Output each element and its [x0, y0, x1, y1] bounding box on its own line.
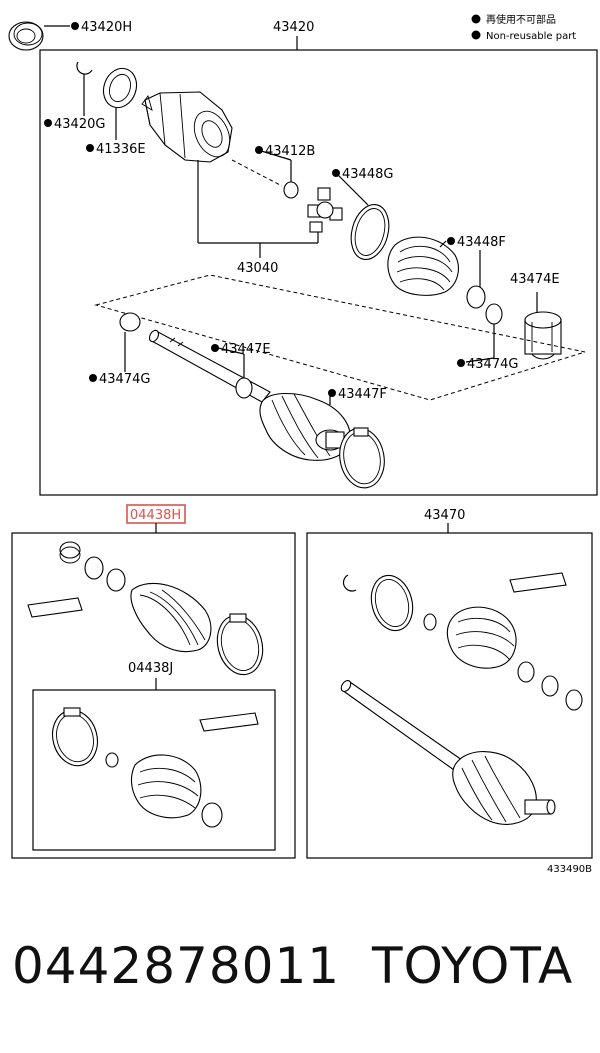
- label-04438J[interactable]: 04438J: [128, 661, 173, 676]
- label-43420H[interactable]: 43420H: [81, 20, 132, 35]
- kit-04438H-clamp-large[interactable]: [211, 610, 269, 679]
- ring-41336E[interactable]: [98, 64, 142, 113]
- legend-text-jp: 再使用不可部品: [486, 13, 556, 26]
- kit-43470-clamp-1[interactable]: [517, 661, 535, 683]
- inner-boot[interactable]: [387, 236, 459, 296]
- figure-id: 433490B: [547, 864, 592, 875]
- kit-04438J-circlip[interactable]: [105, 752, 119, 768]
- part-number: 0442878011: [12, 937, 341, 995]
- kit-04438J-boot[interactable]: [130, 754, 202, 819]
- legend-text-en: Non-reusable part: [486, 31, 576, 42]
- label-43420[interactable]: 43420: [273, 20, 314, 35]
- label-43040[interactable]: 43040: [237, 261, 278, 276]
- kit-43470-grease-packet[interactable]: [509, 572, 567, 593]
- kit-43470-circlip[interactable]: [423, 613, 437, 631]
- label-43412B[interactable]: 43412B: [265, 144, 315, 159]
- brand-name: TOYOTA: [372, 937, 574, 995]
- damper-43474E[interactable]: [524, 311, 562, 360]
- label-04438H[interactable]: 04438H: [130, 508, 181, 523]
- tripod-joint[interactable]: [307, 187, 343, 233]
- clamp-43448G[interactable]: [345, 200, 394, 263]
- kit-43470-shaft[interactable]: [339, 679, 463, 771]
- kit-04438J-clamp-large[interactable]: [47, 705, 104, 770]
- legend: 再使用不可部品 Non-reusable part: [471, 13, 576, 42]
- clamp-43474G-right[interactable]: [485, 303, 503, 325]
- footer: 0442878011 TOYOTA: [0, 925, 600, 1025]
- kit-04438J-clamp-small[interactable]: [201, 802, 223, 828]
- kit-box-04438H: [11, 532, 296, 859]
- kit-04438H-grease-packet[interactable]: [27, 597, 83, 618]
- clamp-43448F[interactable]: [466, 285, 486, 309]
- kit-box-43470: [306, 532, 593, 859]
- kit-43470-outer-cv[interactable]: [452, 751, 556, 825]
- label-43447F[interactable]: 43447F: [338, 387, 387, 402]
- circlip-43412B[interactable]: [283, 181, 299, 199]
- kit-43470-snap-ring[interactable]: [342, 574, 357, 592]
- kit-43470-boot[interactable]: [446, 606, 517, 669]
- label-43448G[interactable]: 43448G: [342, 167, 393, 182]
- clamp-43447F[interactable]: [335, 425, 389, 492]
- clamp-43447E[interactable]: [235, 377, 253, 399]
- label-43447E[interactable]: 43447E: [221, 342, 271, 357]
- label-43474G-right[interactable]: 43474G: [467, 357, 518, 372]
- assembly-box-43420: [39, 49, 598, 496]
- kit-04438H-clamps[interactable]: [59, 541, 126, 592]
- label-43448F[interactable]: 43448F: [457, 235, 506, 250]
- snap-ring-43420G[interactable]: [76, 61, 93, 75]
- label-41336E[interactable]: 41336E: [96, 142, 146, 157]
- kit-43470-clamp-3[interactable]: [565, 689, 583, 711]
- non-reusable-dot: [71, 22, 79, 30]
- outer-cv-joint[interactable]: [259, 393, 351, 461]
- kit-43470-clamp-large[interactable]: [365, 571, 418, 635]
- clamp-43474G-left[interactable]: [119, 312, 141, 332]
- label-43420G[interactable]: 43420G: [54, 117, 105, 132]
- legend-bullet-2: [471, 30, 481, 40]
- label-43474G-left[interactable]: 43474G: [99, 372, 150, 387]
- legend-bullet-1: [471, 14, 481, 24]
- outer-race-housing[interactable]: [141, 91, 237, 163]
- seal-43420H[interactable]: [8, 21, 44, 51]
- kit-04438J-grease-packet[interactable]: [199, 712, 259, 732]
- kit-43470-clamp-2[interactable]: [541, 675, 559, 697]
- kit-box-04438J: [32, 689, 276, 851]
- label-43470[interactable]: 43470: [424, 508, 465, 523]
- dashed-group-outline: [94, 274, 586, 401]
- label-43474E[interactable]: 43474E: [510, 272, 560, 287]
- kit-04438H-boot[interactable]: [130, 582, 212, 653]
